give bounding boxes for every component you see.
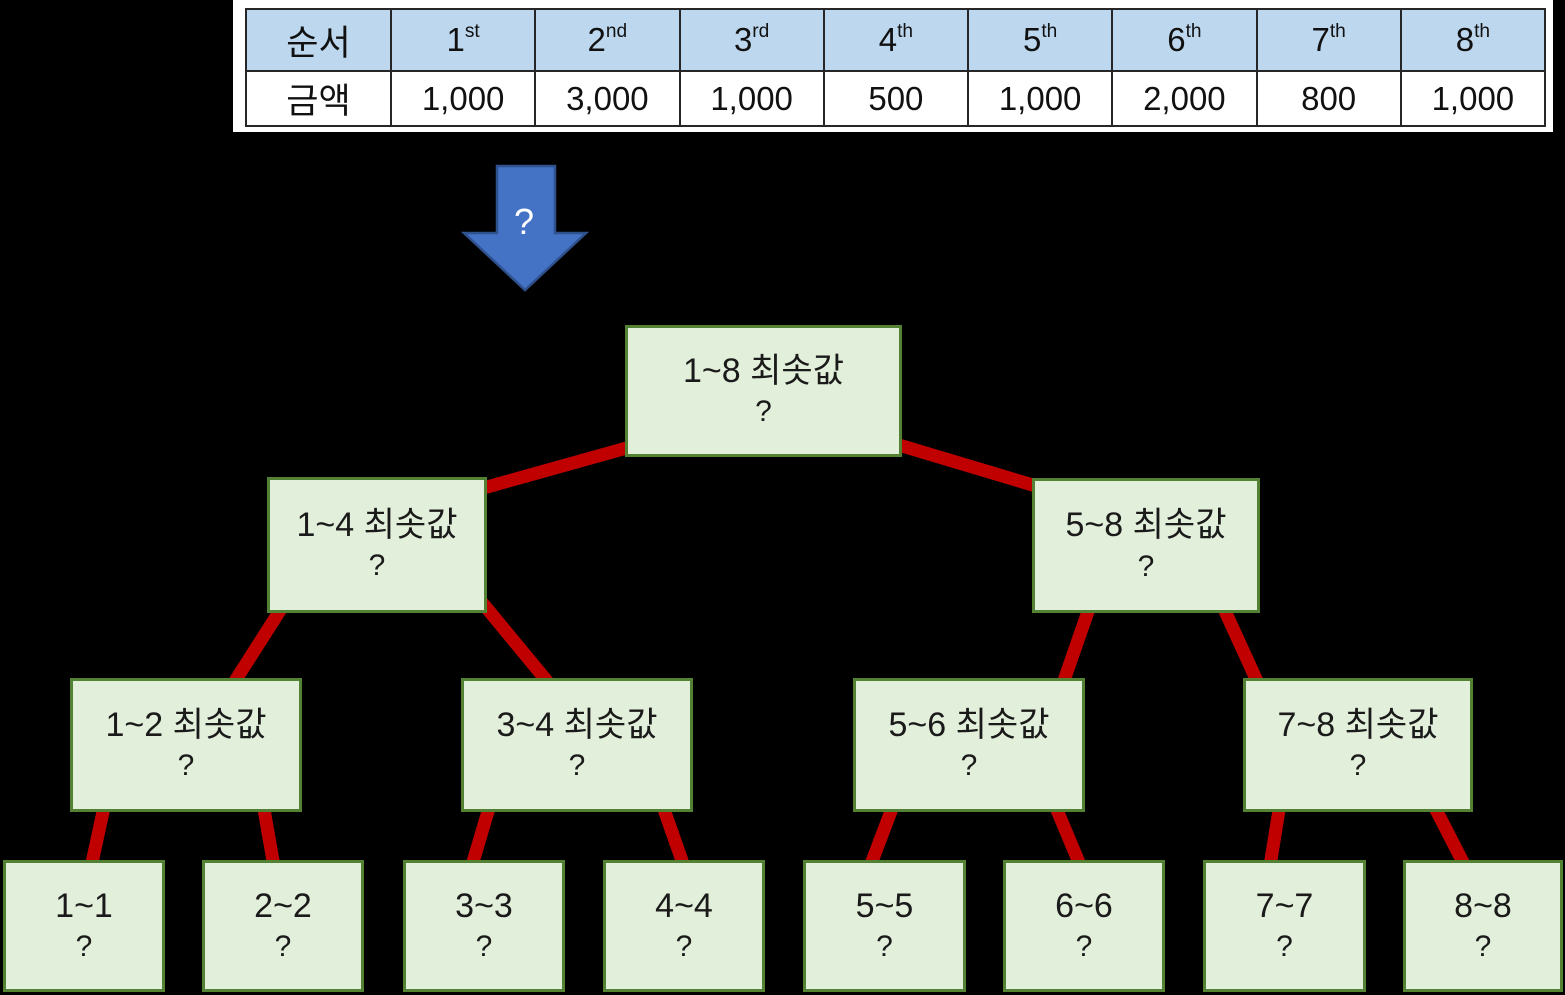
node-value: ? bbox=[368, 549, 386, 583]
amount-cell-6: 2,000 bbox=[1111, 70, 1258, 127]
tree-leaf-4-4: 4~4 ? bbox=[603, 860, 765, 992]
tree-node-1-2: 1~2 최솟값 ? bbox=[70, 678, 302, 812]
node-value: ? bbox=[1349, 749, 1367, 783]
node-range-label: 5~8 최솟값 bbox=[1065, 506, 1227, 545]
node-range-label: 6~6 bbox=[1055, 886, 1113, 925]
edge-58-78 bbox=[1214, 597, 1268, 695]
amount-cell-4: 500 bbox=[822, 70, 970, 127]
node-value: ? bbox=[1075, 930, 1093, 964]
node-value: ? bbox=[675, 930, 693, 964]
node-value: ? bbox=[475, 930, 493, 964]
tree-node-5-8: 5~8 최솟값 ? bbox=[1032, 478, 1260, 613]
ordinal-suffix: th bbox=[897, 21, 914, 42]
col-3rd: 3rd bbox=[678, 8, 825, 72]
table-panel: 순서 1st 2nd 3rd 4th 5th 6th 7th 8th 금액 1,… bbox=[233, 0, 1553, 132]
node-range-label: 5~5 bbox=[855, 886, 914, 925]
amount-cell-7: 800 bbox=[1255, 70, 1402, 127]
tree-node-1-8: 1~8 최솟값 ? bbox=[625, 325, 902, 457]
tree-node-5-6: 5~6 최솟값 ? bbox=[853, 678, 1085, 812]
amount-cell-5: 1,000 bbox=[966, 70, 1114, 127]
tree-leaf-1-1: 1~1 ? bbox=[3, 860, 165, 992]
col-5th: 5th bbox=[966, 8, 1114, 72]
col-1st: 1st bbox=[389, 8, 537, 72]
node-value: ? bbox=[755, 395, 772, 429]
arrow-question-label: ? bbox=[514, 201, 534, 242]
node-range-label: 8~8 bbox=[1454, 886, 1512, 925]
table-value-row: 금액 1,000 3,000 1,000 500 1,000 2,000 800… bbox=[245, 70, 1547, 127]
col-2nd: 2nd bbox=[534, 8, 681, 72]
ordinal: 8 bbox=[1455, 21, 1475, 58]
amount-header-cell: 금액 bbox=[245, 70, 392, 127]
amount-cell-8: 1,000 bbox=[1399, 70, 1547, 127]
node-range-label: 5~6 최솟값 bbox=[888, 705, 1050, 744]
tree-leaf-6-6: 6~6 ? bbox=[1003, 860, 1165, 992]
edge-root-58 bbox=[880, 433, 1058, 499]
ordinal-suffix: th bbox=[1474, 21, 1491, 42]
amount-table: 순서 1st 2nd 3rd 4th 5th 6th 7th 8th 금액 1,… bbox=[245, 8, 1547, 127]
ordinal-suffix: st bbox=[464, 21, 480, 42]
ordinal-suffix: rd bbox=[752, 21, 770, 42]
col-8th: 8th bbox=[1399, 8, 1547, 72]
node-range-label: 1~2 최솟값 bbox=[105, 705, 267, 744]
ordinal: 7 bbox=[1311, 21, 1330, 58]
tree-leaf-5-5: 5~5 ? bbox=[803, 860, 966, 992]
tree-node-3-4: 3~4 최솟값 ? bbox=[461, 678, 693, 812]
tree-leaf-2-2: 2~2 ? bbox=[202, 860, 364, 992]
node-value: ? bbox=[1276, 930, 1293, 964]
edge-14-12 bbox=[222, 594, 294, 696]
ordinal-suffix: nd bbox=[605, 21, 628, 42]
ordinal: 5 bbox=[1022, 21, 1042, 58]
node-range-label: 1~1 bbox=[55, 886, 113, 925]
ordinal-suffix: th bbox=[1185, 21, 1202, 42]
ordinal: 6 bbox=[1167, 21, 1186, 58]
ordinal: 3 bbox=[733, 21, 753, 58]
tree-node-1-4: 1~4 최솟값 ? bbox=[267, 477, 487, 613]
ordinal: 1 bbox=[446, 21, 465, 58]
ordinal-suffix: th bbox=[1329, 21, 1346, 42]
amount-cell-2: 3,000 bbox=[534, 70, 681, 127]
tree-leaf-8-8: 8~8 ? bbox=[1403, 860, 1563, 992]
edge-14-34 bbox=[474, 595, 562, 697]
node-range-label: 3~3 bbox=[455, 886, 513, 925]
edge-root-14 bbox=[460, 435, 650, 501]
node-range-label: 7~7 bbox=[1255, 886, 1314, 925]
ordinal: 4 bbox=[878, 21, 898, 58]
col-7th: 7th bbox=[1255, 8, 1402, 72]
node-range-label: 1~8 최솟값 bbox=[683, 351, 844, 390]
node-range-label: 7~8 최솟값 bbox=[1277, 705, 1439, 744]
down-arrow-icon: ? bbox=[460, 164, 590, 292]
tree-leaf-7-7: 7~7 ? bbox=[1203, 860, 1366, 992]
edge-58-56 bbox=[1053, 597, 1099, 695]
node-value: ? bbox=[960, 749, 978, 783]
node-value: ? bbox=[876, 930, 893, 964]
node-range-label: 1~4 최솟값 bbox=[296, 505, 458, 544]
amount-cell-1: 1,000 bbox=[389, 70, 537, 127]
node-value: ? bbox=[274, 930, 292, 964]
node-range-label: 3~4 최솟값 bbox=[496, 705, 658, 744]
node-value: ? bbox=[568, 749, 586, 783]
tree-leaf-3-3: 3~3 ? bbox=[403, 860, 565, 992]
amount-cell-3: 1,000 bbox=[678, 70, 825, 127]
col-4th: 4th bbox=[822, 8, 970, 72]
node-range-label: 2~2 bbox=[254, 886, 312, 925]
node-range-label: 4~4 bbox=[655, 886, 713, 925]
order-header-cell: 순서 bbox=[245, 8, 392, 72]
ordinal-suffix: th bbox=[1041, 21, 1058, 42]
node-value: ? bbox=[1137, 549, 1155, 583]
ordinal: 2 bbox=[587, 21, 606, 58]
tree-node-7-8: 7~8 최솟값 ? bbox=[1243, 678, 1473, 812]
node-value: ? bbox=[1474, 930, 1492, 964]
node-value: ? bbox=[75, 930, 93, 964]
table-header-row: 순서 1st 2nd 3rd 4th 5th 6th 7th 8th bbox=[245, 8, 1547, 72]
col-6th: 6th bbox=[1111, 8, 1258, 72]
node-value: ? bbox=[177, 749, 195, 783]
